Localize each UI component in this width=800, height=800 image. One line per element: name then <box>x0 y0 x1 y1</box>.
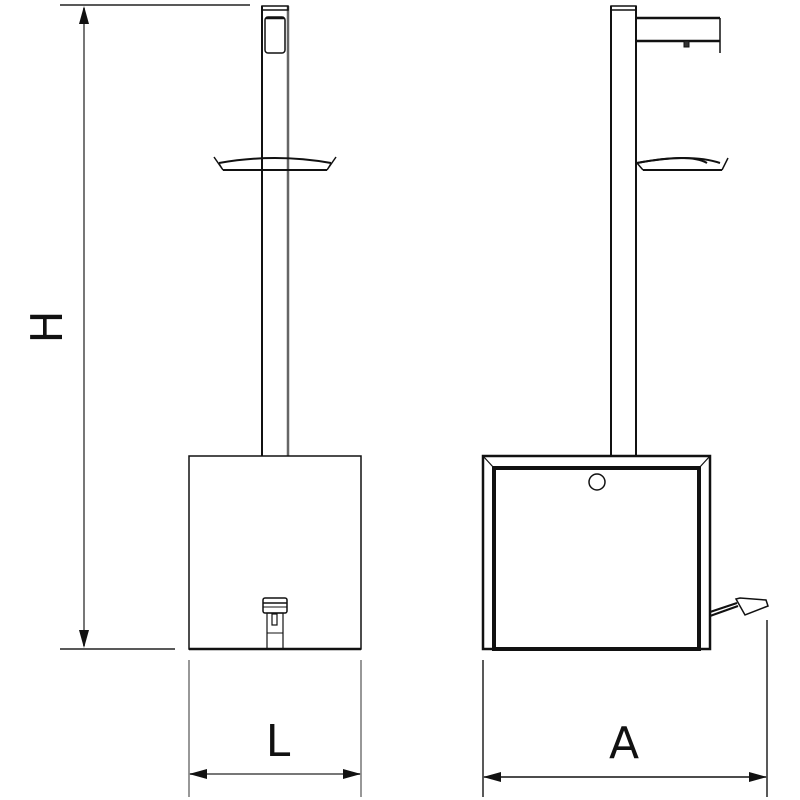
height-dimension <box>60 4 250 650</box>
length-dimension <box>188 660 362 797</box>
lever-icon <box>709 597 769 617</box>
width-dimension <box>482 620 768 797</box>
front-view <box>188 5 362 651</box>
length-label: L <box>265 716 291 767</box>
latch-icon <box>262 597 288 650</box>
height-label: H <box>22 310 73 344</box>
width-label: A <box>608 718 640 769</box>
side-view <box>481 5 769 651</box>
